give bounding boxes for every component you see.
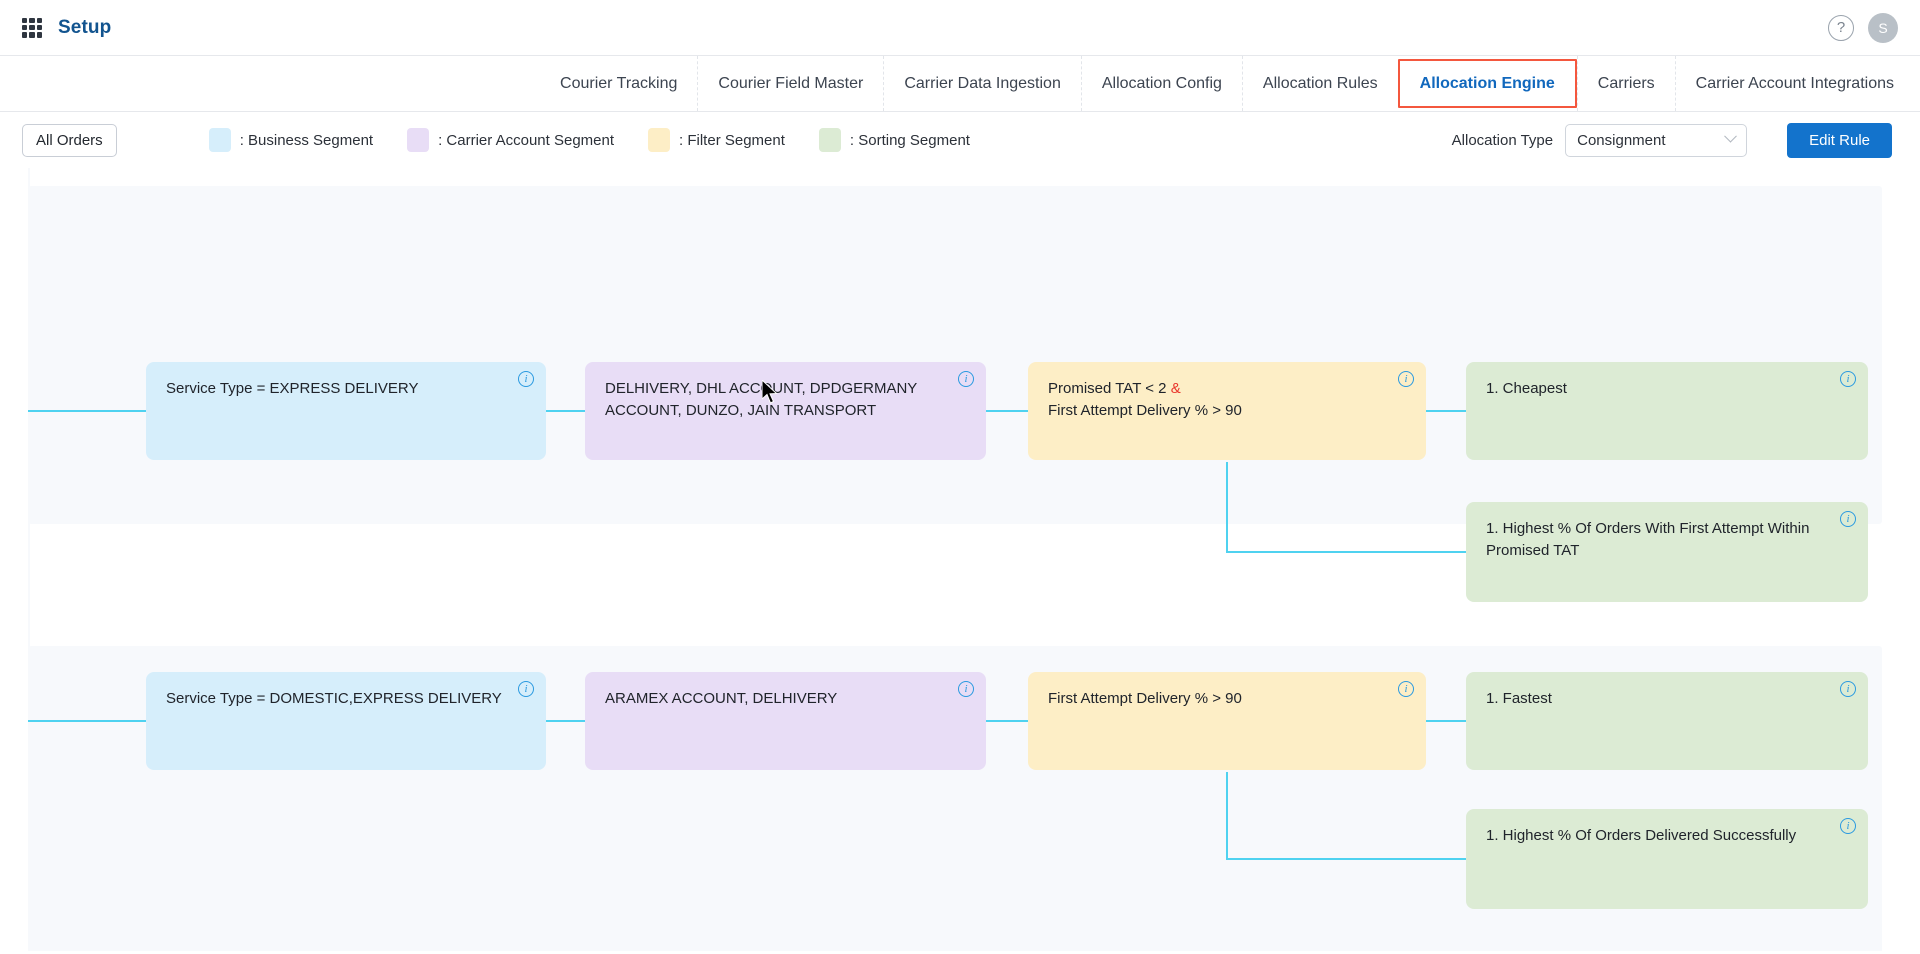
sorting-segment-card[interactable]: i 1. Highest % Of Orders Delivered Succe… [1466,809,1868,909]
chevron-down-icon [1724,129,1737,143]
business-segment-card[interactable]: i Service Type = EXPRESS DELIVERY [146,362,546,460]
business-segment-text: Service Type = DOMESTIC,EXPRESS DELIVERY [166,690,502,707]
connector [546,410,585,412]
connector [1226,551,1466,553]
allocation-type-control: Allocation Type Consignment Edit Rule [1451,122,1892,158]
connector [1426,720,1466,722]
connector [1426,410,1466,412]
info-icon[interactable]: i [1840,371,1856,387]
sorting-segment-card[interactable]: i 1. Fastest [1466,672,1868,770]
legend-item-sorting-segment: : Sorting Segment [818,128,970,152]
legend-label: : Carrier Account Segment [438,131,615,149]
info-icon[interactable]: i [518,681,534,697]
sorting-criteria-text: 1. Fastest [1486,690,1552,707]
info-icon[interactable]: i [1398,681,1414,697]
filter-segment-card[interactable]: i First Attempt Delivery % > 90 [1028,672,1426,770]
info-icon[interactable]: i [1840,681,1856,697]
connector [28,410,146,412]
legend-label: : Business Segment [239,131,374,149]
allocation-type-select[interactable]: Consignment [1565,123,1748,157]
sorting-criteria-text: 1. Highest % Of Orders With First Attemp… [1486,520,1810,560]
sorting-criteria-text: 1. Highest % Of Orders Delivered Success… [1486,827,1797,844]
business-segment-swatch [208,128,231,152]
page-title: Setup [58,16,112,38]
legend-item-filter-segment: : Filter Segment [648,128,785,152]
business-segment-card[interactable]: i Service Type = DOMESTIC,EXPRESS DELIVE… [146,672,546,770]
filter-condition-line-1: First Attempt Delivery % > 90 [1048,690,1242,707]
all-orders-button[interactable]: All Orders [22,123,117,157]
info-icon[interactable]: i [1398,371,1414,387]
allocation-type-label: Allocation Type [1451,131,1554,149]
tab-carrier-data-ingestion[interactable]: Carrier Data Ingestion [883,56,1081,111]
carrier-account-card[interactable]: i ARAMEX ACCOUNT, DELHIVERY [585,672,986,770]
business-segment-text: Service Type = EXPRESS DELIVERY [166,380,419,397]
tab-courier-field-master[interactable]: Courier Field Master [697,56,883,111]
legend-toolbar: All Orders : Business Segment : Carrier … [0,112,1920,168]
tab-allocation-engine[interactable]: Allocation Engine [1397,59,1577,108]
carrier-account-text: ARAMEX ACCOUNT, DELHIVERY [605,690,838,707]
filter-condition-line-2: First Attempt Delivery % > 90 [1048,402,1242,420]
info-icon[interactable]: i [958,371,974,387]
legend-group: : Business Segment : Carrier Account Seg… [208,128,970,152]
connector [986,410,1028,412]
rule-row-band [28,186,1882,524]
carrier-account-text: DELHIVERY, DHL ACCOUNT, DPDGERMANY ACCOU… [605,380,918,420]
allocation-type-value: Consignment [1577,131,1666,149]
connector [28,720,146,722]
tab-carriers[interactable]: Carriers [1576,56,1675,111]
avatar[interactable]: S [1868,12,1898,43]
filter-condition-line-1: Promised TAT < 2 & [1048,380,1181,397]
main-tabs: Courier Tracking Courier Field Master Ca… [0,56,1920,112]
legend-item-business-segment: : Business Segment [208,128,374,152]
sorting-criteria-text: 1. Cheapest [1486,380,1567,397]
apps-grid-icon[interactable] [22,17,42,38]
legend-label: : Sorting Segment [849,131,970,149]
tab-courier-tracking[interactable]: Courier Tracking [560,74,678,92]
legend-item-carrier-account-segment: : Carrier Account Segment [407,128,614,152]
tab-carrier-account-integrations[interactable]: Carrier Account Integrations [1674,56,1914,111]
info-icon[interactable]: i [1840,818,1856,834]
filter-segment-swatch [648,128,671,152]
carrier-account-segment-swatch [407,128,430,152]
connector [986,720,1028,722]
info-icon[interactable]: i [1840,511,1856,527]
tab-allocation-config[interactable]: Allocation Config [1080,56,1242,111]
sorting-segment-card[interactable]: i 1. Highest % Of Orders With First Atte… [1466,502,1868,602]
canvas-left-rail [28,168,30,954]
filter-segment-card[interactable]: i Promised TAT < 2 & First Attempt Deliv… [1028,362,1426,460]
connector [1226,772,1228,859]
header-actions: ? S [1828,12,1898,43]
info-icon[interactable]: i [958,681,974,697]
allocation-flow-canvas: i Service Type = EXPRESS DELIVERY i DELH… [0,168,1920,954]
legend-label: : Filter Segment [679,131,785,149]
help-circle-icon[interactable]: ? [1828,14,1854,41]
tab-allocation-rules[interactable]: Allocation Rules [1241,56,1398,111]
connector [1226,462,1228,552]
info-icon[interactable]: i [518,371,534,387]
app-header: Setup ? S [0,0,1920,56]
canvas-bottom-edge [0,951,1920,954]
connector [1226,858,1466,860]
sorting-segment-card[interactable]: i 1. Cheapest [1466,362,1868,460]
edit-rule-button[interactable]: Edit Rule [1787,122,1892,158]
sorting-segment-swatch [818,128,841,152]
carrier-account-card[interactable]: i DELHIVERY, DHL ACCOUNT, DPDGERMANY ACC… [585,362,986,460]
connector [546,720,585,722]
